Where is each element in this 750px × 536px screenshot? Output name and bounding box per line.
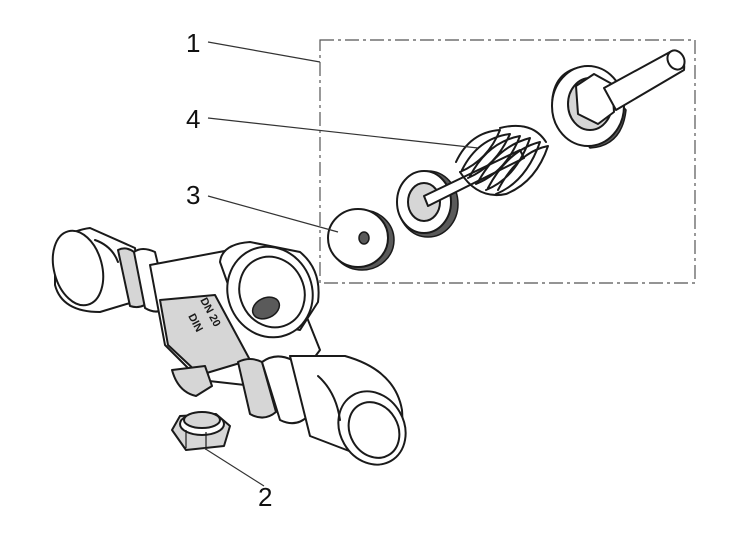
body-shading: [159, 294, 251, 376]
leader-4: [207, 117, 479, 149]
leader-1: [207, 41, 321, 63]
callout-4: 4: [186, 104, 200, 134]
valve-body: DN 20 DIN: [51, 227, 407, 466]
spring-coils: [455, 129, 549, 195]
drain-plug: [171, 411, 231, 451]
callout-1: 1: [186, 28, 200, 58]
assembly-boundary-box: [319, 39, 696, 284]
spring-stem-assembly: [396, 124, 549, 238]
right-press-end: [237, 355, 407, 466]
callout-3: 3: [186, 180, 200, 210]
leader-2: [203, 447, 265, 487]
valve-disc: [327, 208, 395, 271]
leader-3: [207, 195, 339, 233]
bonnet-port: [219, 241, 320, 339]
callout-2: 2: [258, 482, 272, 512]
bonnet-spindle: [551, 49, 686, 149]
drain-stub: [171, 365, 213, 397]
left-press-end: [51, 227, 169, 313]
